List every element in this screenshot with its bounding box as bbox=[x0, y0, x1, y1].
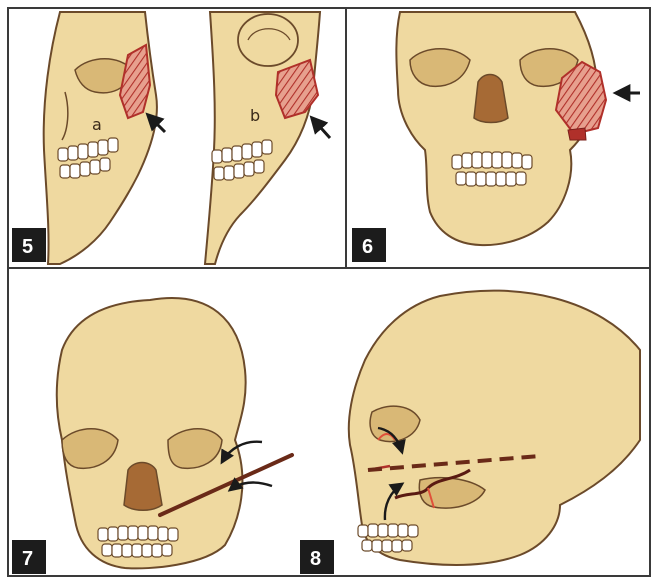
nasal-7 bbox=[124, 463, 162, 511]
panel-label-5: 5 bbox=[22, 236, 33, 258]
panel-label-6: 6 bbox=[362, 236, 373, 258]
letter-a: a bbox=[92, 115, 102, 134]
letter-b: b bbox=[250, 106, 260, 125]
panel-label-7: 7 bbox=[22, 548, 33, 570]
panel-label-8: 8 bbox=[310, 548, 321, 570]
